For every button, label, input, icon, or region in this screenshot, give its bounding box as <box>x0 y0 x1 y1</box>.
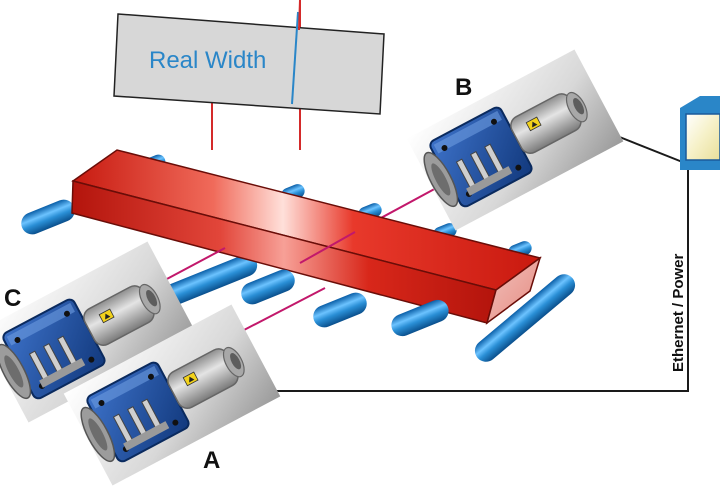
roller <box>21 199 75 235</box>
laser-beam-a <box>243 287 326 331</box>
roller <box>241 269 295 305</box>
real-width-marker-line <box>291 11 299 105</box>
roller <box>474 274 576 362</box>
laser-sensor-b: B <box>405 48 625 232</box>
laser-sensor-icon <box>405 48 625 232</box>
ethernet-power-label: Ethernet / Power <box>670 253 687 372</box>
network-connector-icon <box>680 96 720 170</box>
roller <box>391 299 449 337</box>
laser-sensor-c: C <box>0 240 198 424</box>
bar-end-face <box>485 256 542 325</box>
roller-conveyor-front <box>241 269 576 362</box>
real-width-box <box>113 13 385 115</box>
roller <box>162 254 258 306</box>
real-width-panel: Real Width <box>113 0 385 150</box>
roller <box>313 292 367 328</box>
sensor-a-label: A <box>203 447 220 474</box>
sensor-b-label: B <box>455 74 472 101</box>
ethernet-power-cable <box>256 133 691 392</box>
laser-sensor-a: A <box>62 303 282 487</box>
real-width-label: Real Width <box>149 47 266 74</box>
sensor-c-label: C <box>4 285 21 312</box>
measured-bar <box>71 149 542 325</box>
